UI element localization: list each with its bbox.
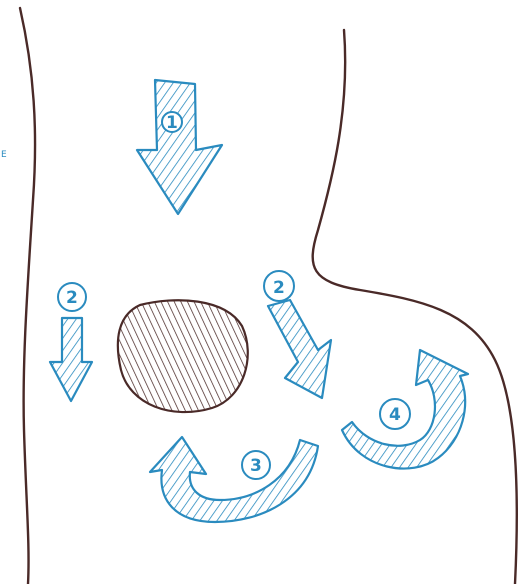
flow-arrow-3: 3 [150,437,318,522]
marker-2-right-label: 2 [273,278,285,298]
flow-arrow-2-left: 2 [50,283,92,401]
edge-text: E [1,150,7,160]
left-bank-line [20,8,35,584]
marker-3-label: 3 [250,456,262,476]
flow-arrow-1: 1 [137,80,222,214]
boulder [118,300,248,412]
marker-1-label: 1 [166,113,178,133]
marker-2-left-label: 2 [66,288,78,308]
marker-4-label: 4 [389,405,401,425]
flow-arrow-2-right: 2 [264,271,331,398]
right-bank-line [313,30,517,584]
flow-arrow-4: 4 [342,350,468,469]
